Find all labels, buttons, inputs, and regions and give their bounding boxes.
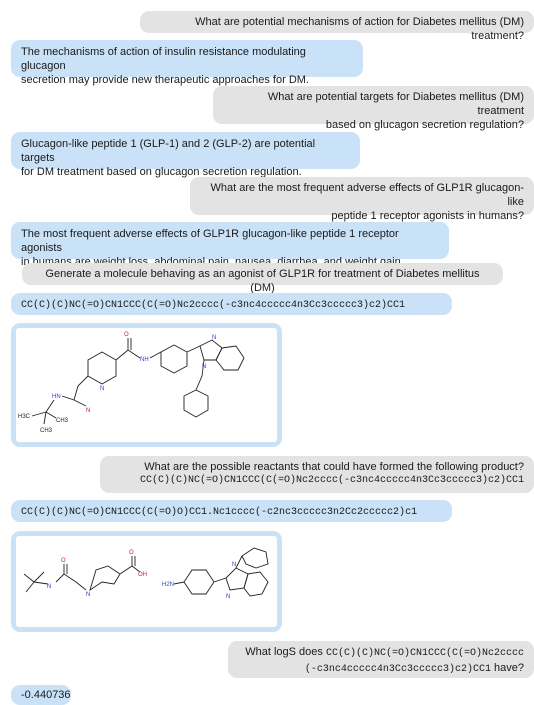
smiles-string: CC(C)(C)NC(=O)CN1CCC(C(=O)Nc2cccc(-c3nc4… (139, 475, 524, 486)
atom-label: O (124, 332, 129, 338)
smiles-string: CC(C)(C)NC(=O)CN1CCC(C(=O)O)CC1.Nc1cccc(… (21, 507, 418, 518)
assistant-message-smiles-2: CC(C)(C)NC(=O)CN1CCC(C(=O)O)CC1.Nc1cccc(… (11, 500, 452, 522)
molecule-structure-2: N O N OH O H2N N N (23, 547, 269, 600)
user-message-line: based on glucagon secretion regulation? (325, 119, 524, 131)
user-message-3: What are the most frequent adverse effec… (190, 177, 534, 222)
user-message-2: What are potential targets for Diabetes … (213, 86, 534, 131)
atom-label: N (202, 364, 206, 370)
user-message-line: (-c3nc4ccccc4n3Cc3ccccc3)c2)CC1 have? (238, 661, 524, 677)
logs-value: -0.440736 (21, 689, 71, 701)
smiles-string: CC(C)(C)NC(=O)CN1CCC(C(=O)Nc2cccc(-c3nc4… (21, 300, 406, 311)
atom-label: H3C (18, 414, 31, 420)
assistant-message-line: Glucagon-like peptide 1 (GLP-1) and 2 (G… (21, 138, 316, 164)
atom-label: N (86, 592, 90, 598)
user-message-text: Generate a molecule behaving as an agoni… (45, 268, 480, 294)
assistant-message-3: The most frequent adverse effects of GLP… (11, 222, 449, 268)
user-message-text: What logS does (245, 646, 323, 658)
user-message-text: What are potential mechanisms of action … (195, 16, 524, 42)
molecule-structure-1: N O NH N N N HN H3C CH3 CH3 (18, 332, 245, 434)
atom-label: CH3 (40, 428, 53, 434)
assistant-message-1: The mechanisms of action of insulin resi… (11, 40, 363, 86)
atom-label: N (100, 386, 104, 392)
molecule-canvas: N O N OH O H2N N N (16, 536, 277, 627)
assistant-message-line: secretion may provide new therapeutic ap… (21, 74, 309, 86)
atom-label: HN (52, 394, 61, 400)
atom-label: O (61, 558, 66, 564)
user-message-line: What are the possible reactants that cou… (144, 461, 524, 473)
assistant-message-line: for DM treatment based on glucagon secre… (21, 166, 302, 178)
user-message-line: What are potential targets for Diabetes … (267, 91, 524, 117)
user-message-line: What are the most frequent adverse effec… (210, 182, 524, 208)
user-message-6: What logS does CC(C)(C)NC(=O)CN1CCC(C(=O… (228, 641, 534, 678)
atom-label: H2N (162, 582, 174, 588)
user-message-line: What logS does CC(C)(C)NC(=O)CN1CCC(C(=O… (238, 645, 524, 661)
atom-label: N (86, 408, 90, 414)
smiles-string: CC(C)(C)NC(=O)CN1CCC(C(=O)Nc2cccc (325, 648, 524, 659)
user-message-line: peptide 1 receptor agonists in humans? (331, 210, 524, 222)
atom-label: CH3 (56, 418, 69, 424)
assistant-molecule-image-2: N O N OH O H2N N N (11, 531, 282, 632)
user-message-4: Generate a molecule behaving as an agoni… (22, 263, 503, 294)
atom-label: N (226, 594, 230, 600)
assistant-message-answer: -0.440736 (11, 685, 71, 705)
molecule-canvas: N O NH N N N HN H3C CH3 CH3 (16, 328, 277, 442)
user-message-5: What are the possible reactants that cou… (100, 456, 534, 493)
user-message-1: What are potential mechanisms of action … (140, 11, 534, 42)
atom-label: N (47, 584, 51, 590)
assistant-message-line: The most frequent adverse effects of GLP… (21, 228, 399, 254)
atom-label: O (129, 550, 134, 556)
assistant-message-2: Glucagon-like peptide 1 (GLP-1) and 2 (G… (11, 132, 360, 178)
atom-label: NH (140, 357, 149, 363)
assistant-message-smiles-1: CC(C)(C)NC(=O)CN1CCC(C(=O)Nc2cccc(-c3nc4… (11, 293, 452, 315)
user-message-text: have? (494, 662, 524, 674)
smiles-string: (-c3nc4ccccc4n3Cc3ccccc3)c2)CC1 (304, 664, 491, 675)
assistant-molecule-image-1: N O NH N N N HN H3C CH3 CH3 (11, 323, 282, 447)
atom-label: N (212, 335, 216, 341)
atom-label: N (232, 562, 236, 568)
atom-label: OH (138, 572, 147, 578)
assistant-message-line: The mechanisms of action of insulin resi… (21, 46, 306, 72)
